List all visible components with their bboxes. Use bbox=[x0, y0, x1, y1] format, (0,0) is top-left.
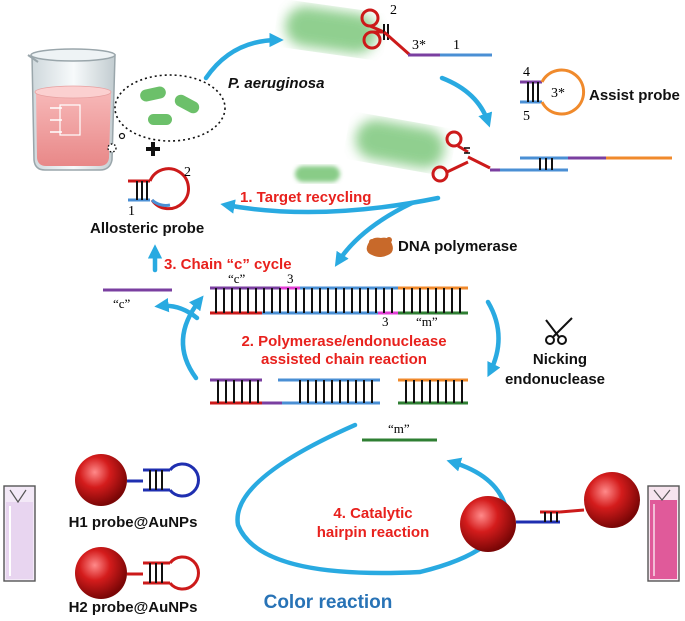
segment-label: 3 bbox=[382, 314, 389, 329]
step-1-label: 1. Target recycling bbox=[240, 189, 371, 206]
duplex-bottom bbox=[210, 378, 468, 405]
arrow-nicking bbox=[485, 299, 501, 378]
segment-label: “c” bbox=[228, 271, 246, 286]
h2-probe bbox=[75, 547, 200, 599]
segment-label: 5 bbox=[523, 109, 530, 124]
h2-probe-label: H2 probe@AuNPs bbox=[69, 599, 198, 616]
zoom-bubble bbox=[107, 74, 226, 153]
arrow-to-bacteria bbox=[203, 32, 284, 81]
h1-h2-hybrid bbox=[460, 472, 640, 552]
h1-probe-label: H1 probe@AuNPs bbox=[69, 514, 198, 531]
arrow-to-polymerase bbox=[334, 200, 415, 267]
cuvette-left bbox=[3, 485, 36, 582]
arrow-release-c bbox=[180, 295, 204, 381]
allosteric-probe bbox=[128, 167, 190, 211]
color-reaction-label: Color reaction bbox=[264, 592, 393, 613]
arrow-catalytic-cycle bbox=[235, 422, 508, 576]
cycle-arrows bbox=[147, 32, 508, 576]
scissors-icon bbox=[545, 317, 573, 345]
polymerase-icon bbox=[366, 237, 393, 257]
segment-label: 1 bbox=[453, 38, 460, 53]
cuvette-right bbox=[647, 485, 680, 582]
target-dna-top bbox=[360, 8, 492, 57]
segment-label: 3 bbox=[287, 271, 294, 286]
bacterium-small bbox=[295, 166, 340, 182]
step-4-label-line1: 4. Catalytic bbox=[333, 505, 412, 522]
polymerase-label: DNA polymerase bbox=[398, 238, 518, 255]
arrow-to-assist bbox=[439, 75, 493, 128]
segment-label: 3* bbox=[412, 38, 426, 53]
h1-probe bbox=[75, 454, 200, 506]
duplex-top bbox=[210, 286, 468, 315]
segment-label: 3* bbox=[551, 86, 565, 101]
bacteria-label: P. aeruginosa bbox=[228, 75, 324, 92]
step-4-label-line2: hairpin reaction bbox=[317, 524, 430, 541]
allosteric-probe-label: Allosteric probe bbox=[90, 220, 204, 237]
assist-probe bbox=[520, 68, 586, 116]
beaker-icon bbox=[27, 48, 116, 171]
step-3-label: 3. Chain “c” cycle bbox=[164, 256, 292, 273]
segment-label: 1 bbox=[128, 204, 135, 219]
nicking-label-line1: Nicking bbox=[533, 351, 587, 368]
segment-label: 2 bbox=[390, 3, 397, 18]
bacterium-top bbox=[285, 6, 377, 54]
bacterium-middle bbox=[355, 119, 445, 169]
segment-label: “m” bbox=[388, 421, 410, 436]
step-2-label-line2: assisted chain reaction bbox=[261, 351, 427, 368]
plus-icon bbox=[146, 142, 160, 156]
segment-label: 2 bbox=[184, 165, 191, 180]
target-complex-middle bbox=[431, 130, 672, 183]
segment-label: “m” bbox=[416, 314, 438, 329]
segment-label: 4 bbox=[523, 65, 530, 80]
nicking-label-line2: endonuclease bbox=[505, 371, 605, 388]
arrow-to-c bbox=[154, 297, 200, 321]
step-2-label-line1: 2. Polymerase/endonuclease bbox=[241, 333, 446, 350]
assist-probe-label: Assist probe bbox=[589, 87, 680, 104]
segment-label: “c” bbox=[113, 296, 131, 311]
